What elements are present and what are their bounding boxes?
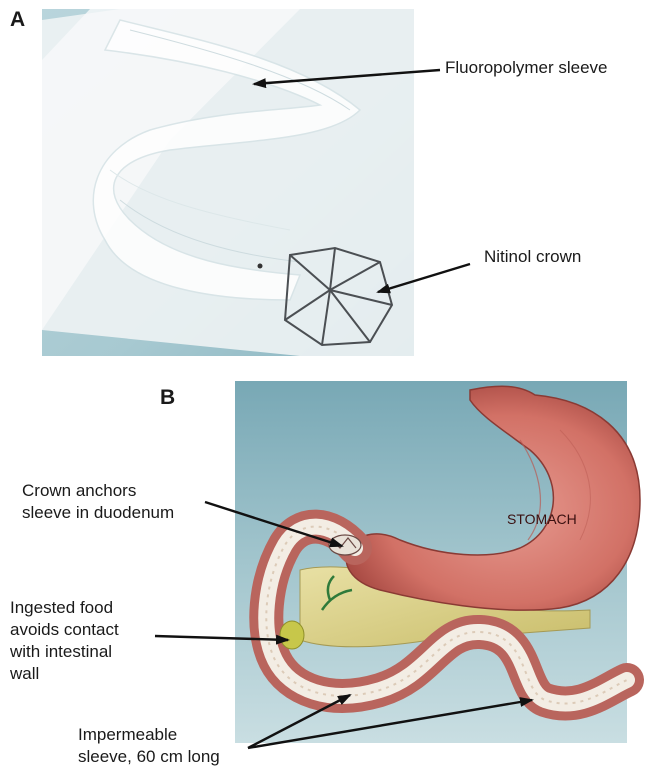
label-ingested-food: Ingested food avoids contact with intest… (10, 597, 119, 685)
panel-b-letter: B (160, 386, 175, 410)
label-line: Crown anchors (22, 480, 174, 502)
crown-at-pylorus (329, 535, 361, 555)
label-impermeable-sleeve: Impermeable sleeve, 60 cm long (78, 724, 220, 768)
label-line: with intestinal (10, 641, 119, 663)
panel-b-illustration: STOMACH (235, 381, 640, 743)
panel-a-photo (42, 9, 414, 356)
label-line: sleeve in duodenum (22, 502, 174, 524)
label-line: Impermeable (78, 724, 220, 746)
label-nitinol-crown: Nitinol crown (484, 246, 581, 268)
label-line: wall (10, 663, 119, 685)
food-bolus (280, 621, 304, 649)
label-crown-anchors: Crown anchors sleeve in duodenum (22, 480, 174, 524)
stomach-label: STOMACH (507, 511, 577, 527)
panel-a-letter: A (10, 8, 25, 32)
label-line: Ingested food (10, 597, 119, 619)
label-line: sleeve, 60 cm long (78, 746, 220, 768)
label-line: avoids contact (10, 619, 119, 641)
label-fluoropolymer-sleeve: Fluoropolymer sleeve (445, 57, 608, 79)
